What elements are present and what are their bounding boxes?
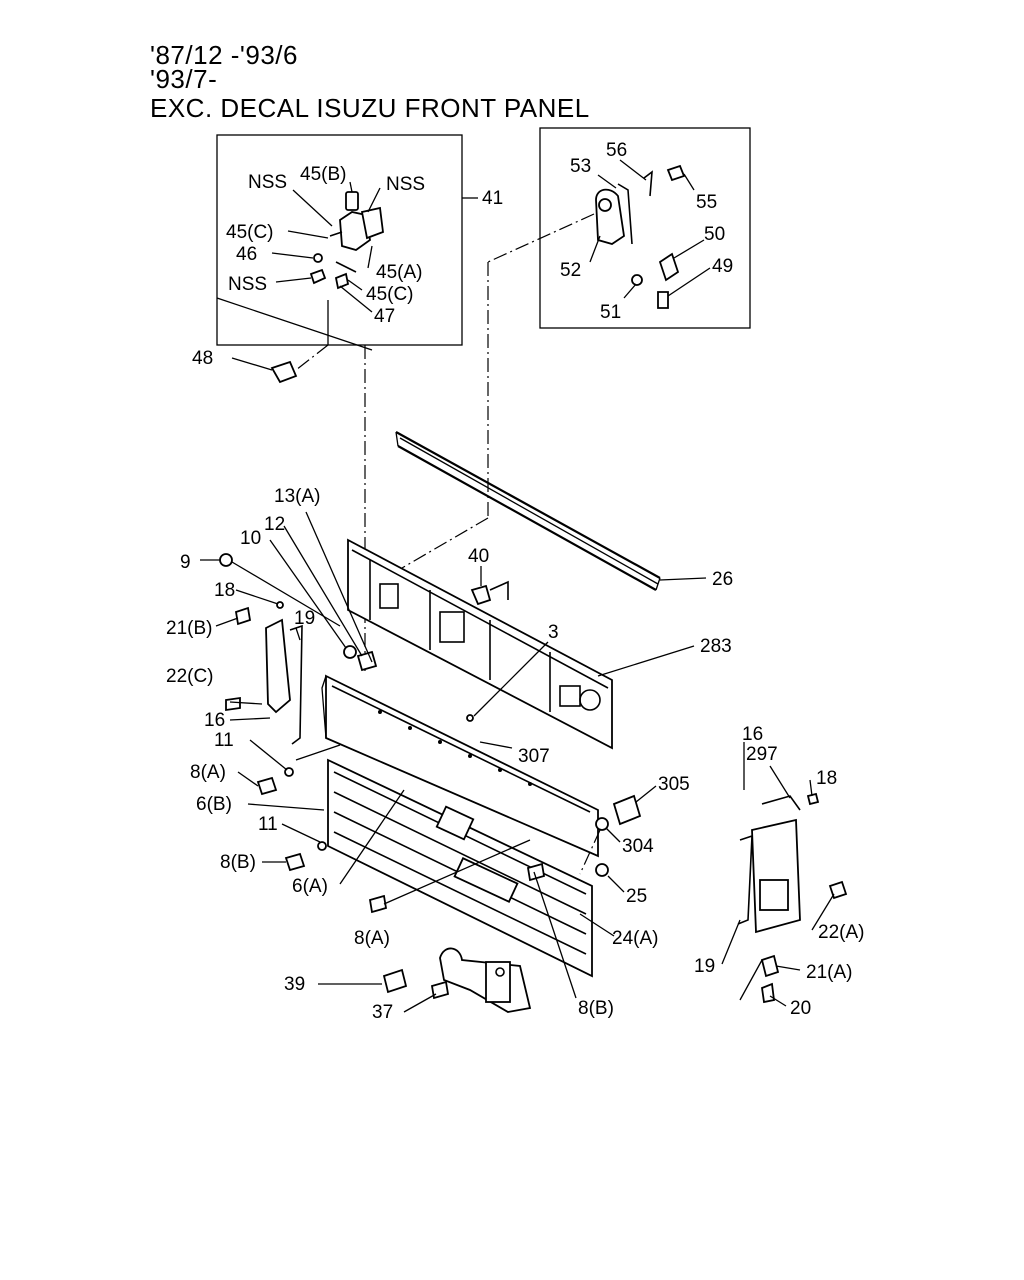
part-labels: 45(B) NSS NSS 45(C) 46 45(A) NSS 45(C) 4… bbox=[166, 140, 864, 1023]
label-47: 47 bbox=[374, 306, 395, 327]
label-20: 20 bbox=[790, 998, 811, 1019]
label-8b-1: 8(B) bbox=[220, 852, 256, 873]
label-49: 49 bbox=[712, 256, 733, 277]
label-25: 25 bbox=[626, 886, 647, 907]
part-26-upper-strip bbox=[395, 431, 707, 591]
label-304: 304 bbox=[622, 836, 654, 857]
label-8b-2: 8(B) bbox=[578, 998, 614, 1019]
label-11-top: 11 bbox=[214, 730, 234, 751]
label-nss-3: NSS bbox=[228, 274, 267, 295]
label-18-left: 18 bbox=[214, 580, 235, 601]
label-16-left: 16 bbox=[204, 710, 225, 731]
header-title: EXC. DECAL ISUZU FRONT PANEL bbox=[150, 93, 590, 123]
part-40-bolt bbox=[470, 566, 509, 606]
part-37-latch-assembly bbox=[318, 871, 615, 1013]
part-6b-lower-panel bbox=[327, 758, 593, 978]
label-8a-1: 8(A) bbox=[190, 762, 226, 783]
header-date-range: '87/12 -'93/6 bbox=[150, 40, 298, 70]
label-37: 37 bbox=[372, 1002, 393, 1023]
label-11-bottom: 11 bbox=[258, 814, 278, 835]
label-46: 46 bbox=[236, 244, 257, 265]
label-45c-2: 45(C) bbox=[366, 284, 414, 305]
label-56: 56 bbox=[606, 140, 627, 161]
label-48: 48 bbox=[192, 348, 213, 369]
label-6a: 6(A) bbox=[292, 876, 328, 897]
left-bracket-group bbox=[200, 511, 531, 914]
right-bracket-group bbox=[721, 742, 848, 1007]
label-283: 283 bbox=[700, 636, 732, 657]
label-nss-1: NSS bbox=[248, 172, 287, 193]
label-40: 40 bbox=[468, 546, 489, 567]
label-9: 9 bbox=[180, 552, 191, 573]
label-45b: 45(B) bbox=[300, 164, 346, 185]
label-52: 52 bbox=[560, 260, 581, 281]
label-3: 3 bbox=[548, 622, 559, 643]
label-55: 55 bbox=[696, 192, 717, 213]
label-16-right: 16 bbox=[742, 724, 763, 745]
label-nss-2: NSS bbox=[386, 174, 425, 195]
part-6a-middle-panel bbox=[321, 674, 599, 858]
label-305: 305 bbox=[658, 774, 690, 795]
inset-latch-detail bbox=[487, 127, 751, 518]
label-22a: 22(A) bbox=[818, 922, 864, 943]
label-26: 26 bbox=[712, 569, 733, 590]
label-39: 39 bbox=[284, 974, 305, 995]
label-18-right: 18 bbox=[816, 768, 837, 789]
part-283-upper-panel bbox=[347, 538, 695, 750]
label-10: 10 bbox=[240, 528, 261, 549]
label-22c: 22(C) bbox=[166, 666, 214, 687]
label-307: 307 bbox=[518, 746, 550, 767]
label-13a: 13(A) bbox=[274, 486, 320, 507]
label-12: 12 bbox=[264, 514, 285, 535]
label-6b: 6(B) bbox=[196, 794, 232, 815]
label-53: 53 bbox=[570, 156, 591, 177]
label-45a: 45(A) bbox=[376, 262, 422, 283]
label-21b: 21(B) bbox=[166, 618, 212, 639]
label-297: 297 bbox=[746, 744, 778, 765]
part-3-clip bbox=[466, 641, 549, 749]
label-51: 51 bbox=[600, 302, 621, 323]
label-50: 50 bbox=[704, 224, 725, 245]
inset-hinge-detail bbox=[216, 134, 478, 351]
label-45c-1: 45(C) bbox=[226, 222, 274, 243]
label-19-left: 19 bbox=[294, 608, 315, 629]
label-8a-2: 8(A) bbox=[354, 928, 390, 949]
label-19-right: 19 bbox=[694, 956, 715, 977]
header-date-from: '93/7- bbox=[150, 64, 217, 94]
label-21a: 21(A) bbox=[806, 962, 852, 983]
label-24a: 24(A) bbox=[612, 928, 658, 949]
right-latch-group bbox=[526, 785, 657, 893]
label-41: 41 bbox=[482, 188, 503, 209]
part-48-bolt bbox=[231, 357, 298, 384]
